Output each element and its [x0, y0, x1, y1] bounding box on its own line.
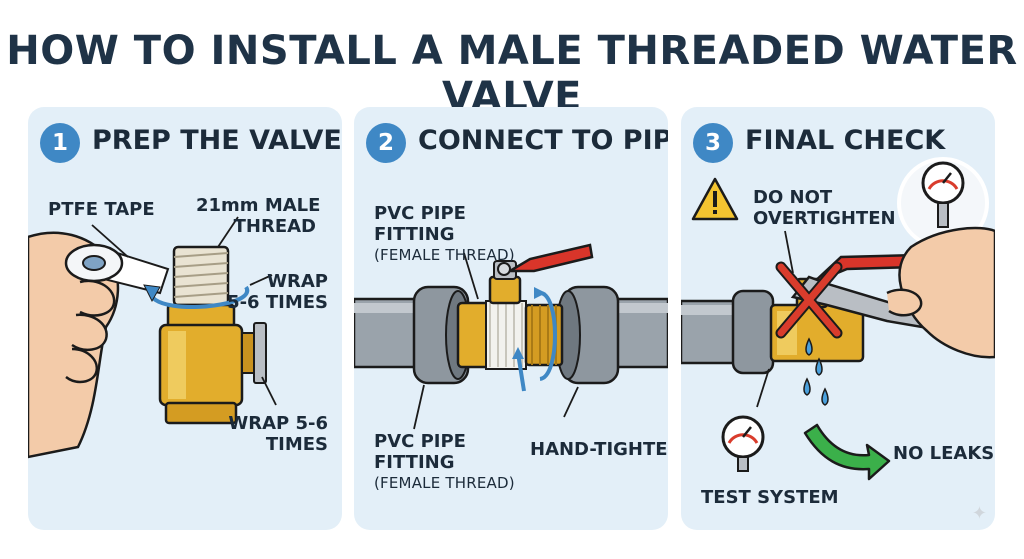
- fitting-top-line1: PVC PIPE: [374, 203, 466, 224]
- sparkle-icon: ✦: [971, 503, 987, 523]
- fitting-top-sub: (FEMALE THREAD): [374, 246, 515, 264]
- pvc-fitting-top-label: PVC PIPE FITTING (FEMALE THREAD): [374, 203, 515, 266]
- warning-icon: [691, 177, 794, 274]
- step-1-illustration: [28, 216, 277, 459]
- step-3-illustration: [681, 157, 995, 481]
- wrap-top-line1: WRAP: [267, 271, 328, 292]
- pvc-fitting-bottom-label: PVC PIPE FITTING (FEMALE THREAD): [374, 431, 515, 494]
- warning-line1: DO NOT: [753, 187, 833, 208]
- wrap-bottom-line2: TIMES: [265, 434, 328, 455]
- step-2-illustration: [354, 243, 668, 430]
- male-thread-label: 21mm MALE THREAD: [196, 195, 320, 237]
- male-thread-line2: THREAD: [233, 216, 316, 237]
- ptfe-tape-label: PTFE TAPE: [48, 199, 155, 220]
- water-drop-icon: [803, 337, 829, 406]
- warning-line2: OVERTIGHTEN: [753, 208, 896, 229]
- pipe-icon: [354, 285, 668, 385]
- wrap-top-line2: 5-6 TIMES: [227, 292, 328, 313]
- step-2-number: 2: [366, 123, 406, 163]
- valve-icon: [158, 245, 267, 425]
- fitting-bottom-line1: PVC PIPE: [374, 431, 466, 452]
- rotation-arrow-icon: [149, 285, 250, 310]
- cross-icon: [775, 261, 843, 339]
- no-leaks-label: NO LEAKS: [893, 443, 995, 464]
- step-3-title: FINAL CHECK: [745, 125, 946, 156]
- wrap-label-top: WRAP 5-6 TIMES: [224, 271, 328, 313]
- test-system-label: TEST SYSTEM: [701, 487, 839, 508]
- hand-icon: [886, 226, 995, 359]
- pipe-icon: [681, 289, 775, 375]
- pressure-gauge-icon: [721, 368, 770, 472]
- tape-roll-icon: [64, 243, 170, 295]
- step-3-number: 3: [693, 123, 733, 163]
- step-1-panel: 1 PREP THE VALVE PTFE TAPE 21mm MALE THR…: [28, 107, 342, 530]
- green-arrow-icon: [803, 423, 891, 481]
- step-2-title: CONNECT TO PIPE: [418, 125, 668, 156]
- do-not-overtighten-label: DO NOT OVERTIGHTEN: [753, 187, 896, 229]
- male-thread-line1: 21mm MALE: [196, 195, 321, 216]
- fitting-bottom-line2: FITTING: [374, 452, 455, 473]
- fitting-bottom-sub: (FEMALE THREAD): [374, 474, 515, 492]
- step-3-panel: 3 FINAL CHECK DO NOT OVERTIGHTEN TEST SY…: [681, 107, 995, 530]
- step-2-panel: 2 CONNECT TO PIPE PVC PIPE FITTING (FEMA…: [354, 107, 668, 530]
- wrap-label-bottom: WRAP 5-6 TIMES: [224, 413, 328, 455]
- rotation-arrow-icon: [512, 287, 557, 392]
- hand-tighten-label: HAND-TIGHTEN: [530, 439, 668, 460]
- page-title: HOW TO INSTALL A MALE THREADED WATER VAL…: [6, 28, 1018, 120]
- wrap-bottom-line1: WRAP 5-6: [228, 413, 328, 434]
- fitting-top-line2: FITTING: [374, 224, 455, 245]
- step-1-title: PREP THE VALVE: [92, 125, 342, 156]
- step-1-number: 1: [40, 123, 80, 163]
